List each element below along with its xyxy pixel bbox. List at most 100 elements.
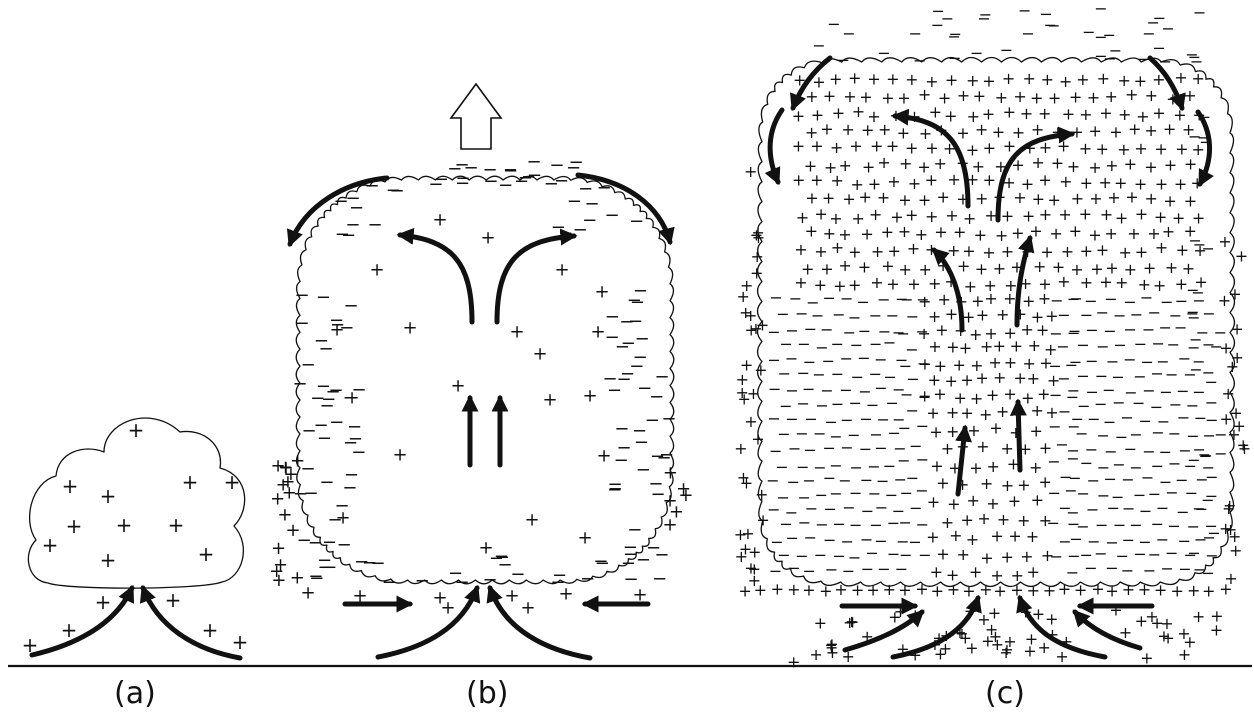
positive-charge: +: [980, 474, 993, 493]
negative-charge: −: [569, 152, 584, 173]
positive-charge: +: [1003, 632, 1016, 651]
positive-charge: +: [1222, 499, 1235, 518]
negative-charge: −: [1137, 49, 1150, 68]
positive-charge: +: [866, 581, 879, 600]
positive-charge: +: [1105, 156, 1118, 175]
positive-charge: +: [22, 633, 39, 657]
positive-charge: +: [1219, 410, 1232, 429]
negative-charge: −: [1187, 543, 1200, 562]
positive-charge: +: [1058, 580, 1071, 599]
positive-charge: +: [814, 614, 827, 633]
positive-charge: +: [1119, 623, 1132, 642]
negative-charge: −: [567, 191, 582, 212]
positive-charge: +: [1076, 70, 1089, 89]
updraft-arrow-a-right: [143, 588, 240, 658]
positive-charge: +: [894, 602, 907, 621]
positive-charge: +: [877, 153, 890, 172]
negative-charge: −: [1186, 303, 1199, 322]
positive-charge: +: [520, 598, 535, 619]
positive-charge: +: [1097, 69, 1110, 88]
positive-charge: +: [805, 87, 818, 106]
positive-charge: +: [1008, 527, 1021, 546]
positive-charge: +: [851, 580, 864, 599]
positive-charge: +: [392, 445, 407, 466]
positive-charge: +: [908, 645, 921, 664]
positive-charge: +: [1032, 604, 1045, 623]
positive-charge: +: [754, 580, 767, 599]
positive-charge: +: [202, 618, 219, 642]
positive-charge: +: [976, 437, 989, 456]
positive-charge: +: [1235, 247, 1248, 266]
positive-charge: +: [524, 510, 539, 531]
positive-charge: +: [1062, 105, 1075, 124]
negative-charge: −: [788, 439, 801, 458]
negative-charge: −: [931, 2, 944, 21]
negative-charge: −: [1094, 0, 1107, 18]
negative-charge: −: [898, 419, 911, 438]
positive-charge: +: [1031, 491, 1044, 510]
positive-charge: +: [749, 319, 762, 338]
negative-charge: −: [1066, 449, 1079, 468]
positive-charge: +: [1002, 69, 1015, 88]
negative-charge: −: [448, 563, 463, 584]
positive-charge: +: [369, 260, 384, 281]
positive-charge: +: [947, 170, 960, 189]
negative-charge: −: [573, 220, 588, 241]
positive-charge: +: [1011, 224, 1024, 243]
positive-charge: +: [886, 69, 899, 88]
positive-charge: +: [532, 344, 547, 365]
negative-charge: −: [804, 528, 817, 547]
positive-charge: +: [849, 136, 862, 155]
positive-charge: +: [905, 70, 918, 89]
negative-charge: −: [608, 474, 623, 495]
positive-charge: +: [848, 69, 861, 88]
negative-charge: −: [1160, 559, 1173, 578]
rising-motion-outline-arrow: [451, 84, 501, 149]
negative-charge: −: [1191, 283, 1204, 302]
positive-charge: +: [977, 610, 990, 629]
positive-charge: +: [596, 446, 611, 467]
positive-charge: +: [1099, 103, 1112, 122]
negative-charge: −: [335, 224, 350, 245]
positive-charge: +: [1038, 289, 1051, 308]
panel-b-diagram: ++++++++++++++++++++++++++++++++++++++++…: [269, 84, 693, 658]
positive-charge: +: [976, 306, 989, 325]
negative-charge: −: [339, 317, 354, 338]
negative-charge: −: [832, 305, 845, 324]
negative-charge: −: [840, 438, 853, 457]
positive-charge: +: [947, 580, 960, 599]
negative-charge: −: [319, 472, 334, 493]
positive-charge: +: [1164, 155, 1177, 174]
positive-charge: +: [100, 548, 117, 572]
negative-charge: −: [797, 335, 810, 354]
positive-charge: +: [1060, 632, 1073, 651]
positive-charge: +: [841, 647, 854, 666]
positive-charge: +: [1125, 85, 1138, 104]
positive-charge: +: [881, 89, 894, 108]
positive-charge: +: [940, 626, 953, 645]
positive-charge: +: [792, 107, 805, 126]
positive-charge: +: [1230, 319, 1243, 338]
negative-charge: −: [314, 331, 329, 352]
positive-charge: +: [830, 171, 843, 190]
negative-charge: −: [514, 171, 529, 192]
positive-charge: +: [224, 470, 241, 494]
positive-charge: +: [1030, 401, 1043, 420]
positive-charge: +: [582, 386, 597, 407]
positive-charge: +: [1000, 548, 1013, 567]
negative-charge: −: [483, 171, 498, 192]
panel-label-c: (c): [985, 679, 1025, 709]
negative-charge: −: [1214, 444, 1227, 463]
positive-charge: +: [198, 542, 215, 566]
positive-charge: +: [95, 590, 112, 614]
positive-charge: +: [975, 189, 988, 208]
positive-charge: +: [577, 528, 592, 549]
positive-charge: +: [936, 187, 949, 206]
negative-charge: −: [769, 562, 782, 581]
negative-charge: −: [1056, 337, 1069, 356]
negative-charge: −: [630, 292, 645, 313]
negative-charge: −: [837, 51, 850, 70]
negative-charge: −: [803, 440, 816, 459]
positive-charge: +: [504, 586, 519, 607]
positive-charge: +: [756, 511, 769, 530]
